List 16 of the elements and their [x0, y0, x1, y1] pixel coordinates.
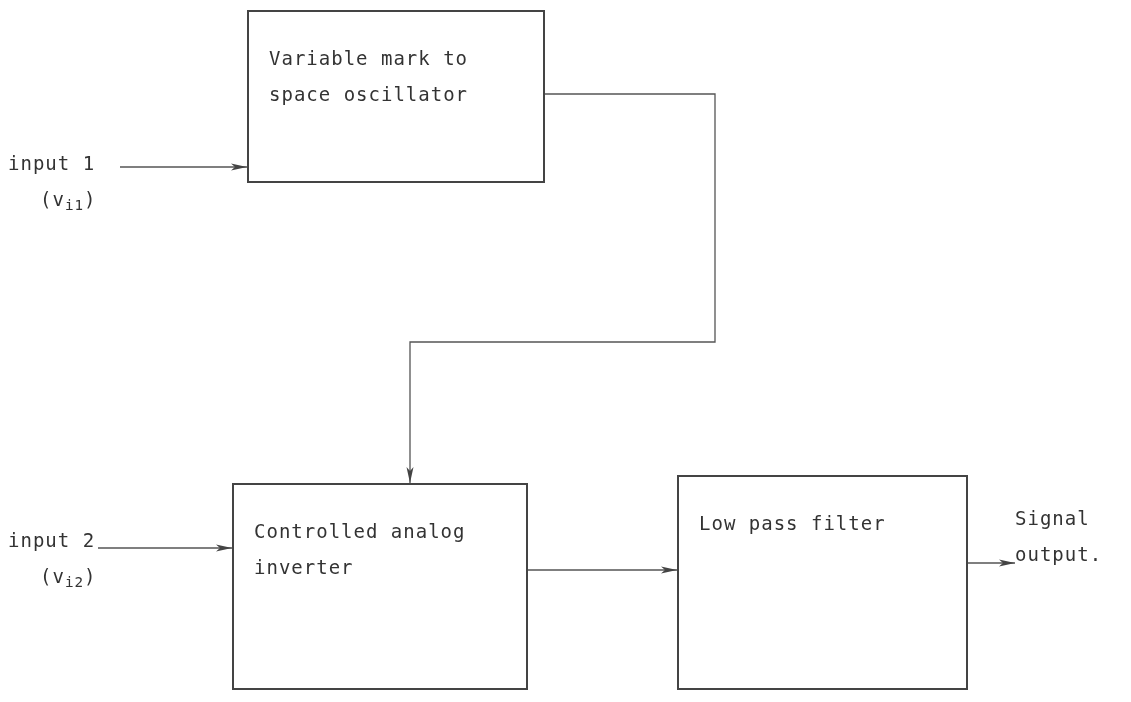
arrow [406, 93, 716, 484]
input-label: Signal output. [1015, 506, 1097, 567]
box-label: Variable mark to space oscillator [269, 46, 470, 107]
process-box [677, 475, 968, 690]
box-label: Controlled analog inverter [254, 519, 467, 580]
signal-label: (v$_{i1}$) [39, 187, 98, 215]
box-label: Low pass filter [699, 511, 887, 536]
arrow [527, 566, 678, 574]
arrow [119, 163, 248, 171]
process-box [247, 10, 545, 183]
arrow [97, 544, 233, 552]
input-label: input 2 [8, 528, 97, 553]
signal-label: (v$_{i2}$) [39, 564, 98, 592]
arrow [967, 559, 1016, 567]
process-box [232, 483, 528, 690]
input-label: input 1 [8, 151, 97, 176]
